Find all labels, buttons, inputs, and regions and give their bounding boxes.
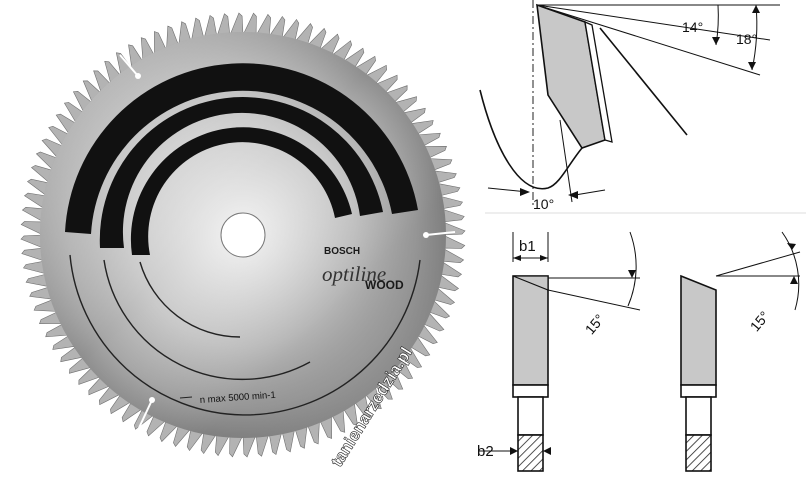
saw-blade: BOSCH optiline WOOD n max 5000 min-1 tan… <box>20 12 466 470</box>
angle-18-label: 18° <box>736 31 757 47</box>
tooth-angle-diagram: 14° 18° 10° <box>479 0 806 214</box>
angle-15-left-label: 15° <box>582 311 608 338</box>
speed-label: n max 5000 min-1 <box>199 390 276 406</box>
brand-label: BOSCH <box>324 246 360 257</box>
b1-label: b1 <box>519 238 536 255</box>
blade-rings <box>69 254 421 416</box>
arbor-hole <box>220 212 266 258</box>
blade-slots <box>65 63 418 255</box>
angle-10-label: 10° <box>533 196 554 212</box>
right-tooth <box>680 274 717 386</box>
b2-label: b2 <box>477 443 494 460</box>
product-line-label: optiline <box>322 262 386 286</box>
angle-15-right-label: 15° <box>747 308 773 335</box>
right-shank-hatch <box>685 434 712 472</box>
product-type-label: WOOD <box>365 278 404 292</box>
left-tooth <box>512 275 549 386</box>
left-shank-hatch <box>517 434 544 472</box>
tooth-profile-diagram: b1 15° b2 15° <box>477 231 801 472</box>
angle-14-label: 14° <box>682 19 703 35</box>
